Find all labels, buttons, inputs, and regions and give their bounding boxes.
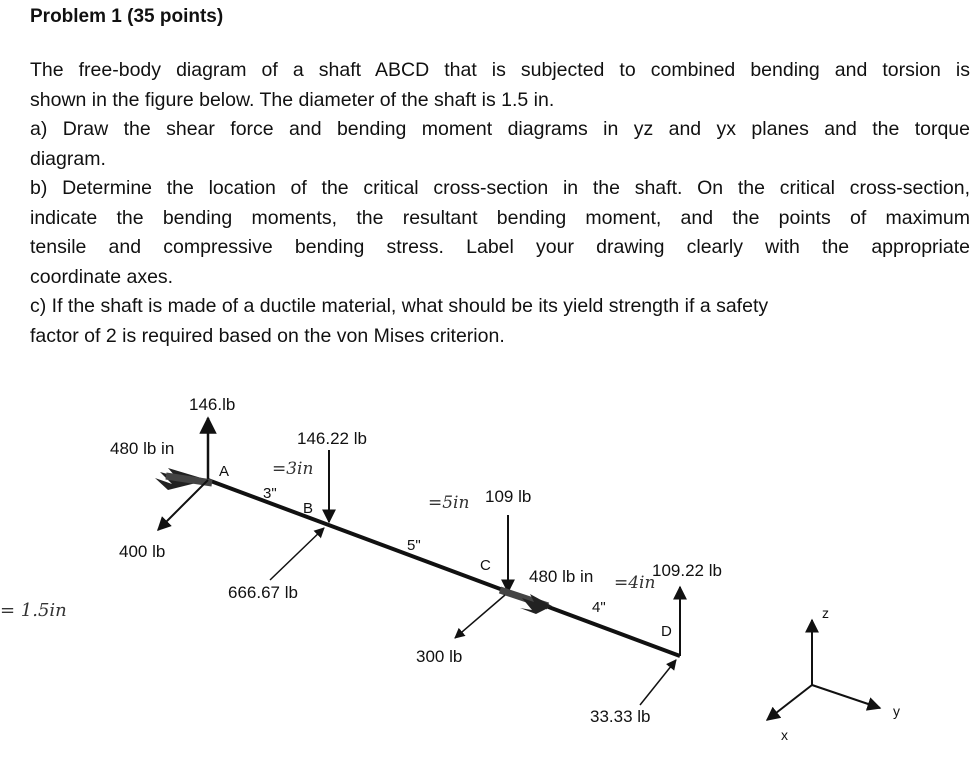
b-x-force-label: 666.67 lb <box>228 583 298 602</box>
b-down-force-label: 146.22 lb <box>297 429 367 448</box>
b-x-force-arrow <box>269 527 325 581</box>
dim-ab-label: 3" <box>263 485 277 502</box>
c-x-force-arrow <box>454 594 506 639</box>
part-c-line: factor of 2 is required based on the von… <box>30 324 505 347</box>
c-handwritten-note: =5in <box>428 493 469 513</box>
a-torque-shaft <box>165 472 213 487</box>
a-x-force-arrow <box>157 479 209 531</box>
statement-line: shown in the figure below. The diameter … <box>30 88 555 111</box>
free-body-diagram: 146.lb 480 lb in 400 lb A 146.22 lb =3in… <box>0 395 900 743</box>
point-d-label: D <box>661 623 672 640</box>
part-b-line: b) Determine the location of the critica… <box>30 177 970 199</box>
problem-title: Problem 1 (35 points) <box>30 6 224 27</box>
part-a-line: diagram. <box>30 147 106 170</box>
d-x-force-arrow <box>639 659 677 706</box>
left-margin-note: = 1.5in <box>0 600 67 621</box>
problem-statement: The free-body diagram of a shaft ABCD th… <box>30 56 970 351</box>
part-a-line: a) Draw the shear force and bending mome… <box>30 118 970 140</box>
point-b-label: B <box>303 500 313 517</box>
dim-cd-label: 4" <box>592 599 606 616</box>
a-x-force-label: 400 lb <box>119 542 165 561</box>
point-c-label: C <box>480 557 491 574</box>
coordinate-axes: z y x <box>765 605 900 743</box>
y-axis-label: y <box>893 703 900 719</box>
d-up-force-label: 109.22 lb <box>652 561 722 580</box>
a-up-force-label: 146.lb <box>189 395 235 414</box>
c-torque-arrow <box>520 594 552 614</box>
a-torque-label: 480 lb in <box>110 439 174 458</box>
d-x-force-label: 33.33 lb <box>590 707 651 726</box>
x-axis-arrow <box>765 684 813 721</box>
c-x-force-label: 300 lb <box>416 647 462 666</box>
d-handwritten-note: =4in <box>614 573 655 593</box>
c-down-force-label: 109 lb <box>485 487 531 506</box>
part-c-line: c) If the shaft is made of a ductile mat… <box>30 295 769 317</box>
statement-line: The free-body diagram of a shaft ABCD th… <box>30 59 970 81</box>
point-a-label: A <box>219 463 229 480</box>
shaft-line <box>207 478 681 658</box>
part-b-line: coordinate axes. <box>30 265 174 288</box>
part-b-line: tensile and compressive bending stress. … <box>30 236 970 258</box>
z-axis-label: z <box>822 605 829 621</box>
dim-bc-label: 5" <box>407 537 421 554</box>
b-handwritten-note: =3in <box>272 459 313 479</box>
part-b-line: indicate the bending moments, the result… <box>30 206 970 229</box>
x-axis-label: x <box>781 727 788 743</box>
y-axis-arrow <box>811 684 882 711</box>
c-torque-label: 480 lb in <box>529 567 593 586</box>
